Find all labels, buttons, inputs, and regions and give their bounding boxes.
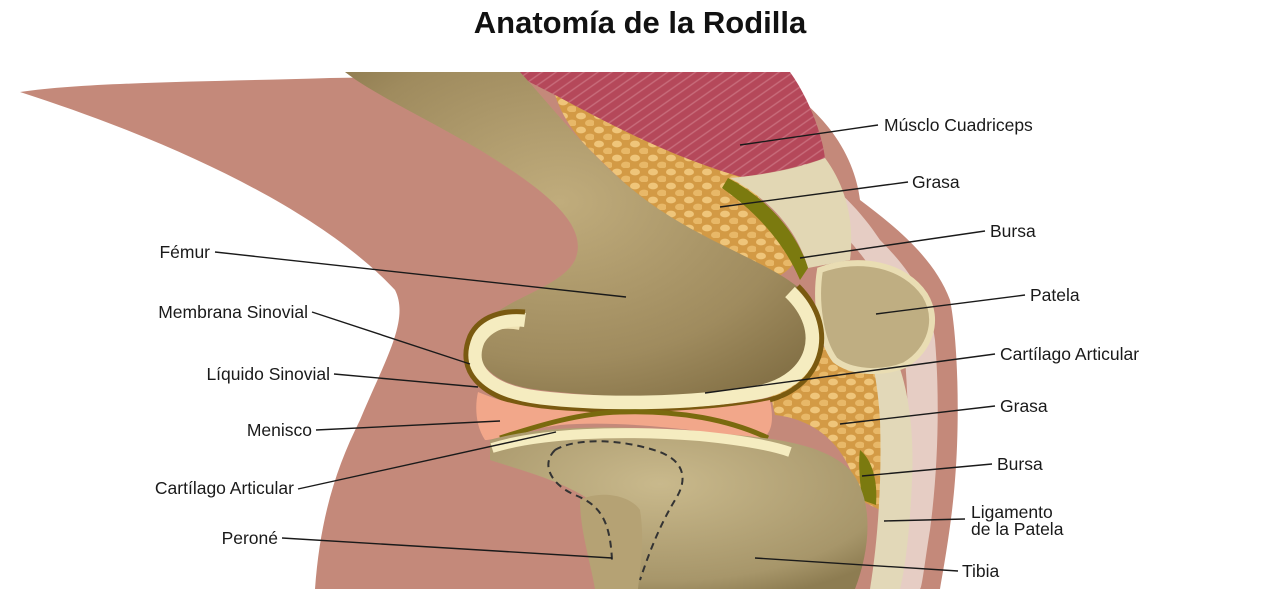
label-femur: Fémur xyxy=(159,242,210,262)
label-cartilago-articular-derecho: Cartílago Articular xyxy=(1000,344,1139,364)
patella-bone xyxy=(818,263,932,371)
label-grasa-superior: Grasa xyxy=(912,172,960,192)
page-title: Anatomía de la Rodilla xyxy=(474,5,807,40)
label-bursa-superior: Bursa xyxy=(990,221,1036,241)
label-tibia: Tibia xyxy=(962,561,1000,581)
label-membrana-sinovial: Membrana Sinovial xyxy=(158,302,308,322)
label-bursa-inferior: Bursa xyxy=(997,454,1043,474)
label-cartilago-articular-izquierdo: Cartílago Articular xyxy=(155,478,294,498)
label-ligamento-linea2: de la Patela xyxy=(971,519,1064,539)
label-menisco: Menisco xyxy=(247,420,312,440)
label-patela: Patela xyxy=(1030,285,1080,305)
label-liquido-sinovial: Líquido Sinovial xyxy=(206,364,330,384)
label-grasa-inferior: Grasa xyxy=(1000,396,1048,416)
label-perone: Peroné xyxy=(222,528,278,548)
label-musculo-cuadriceps: Músclo Cuadriceps xyxy=(884,115,1033,135)
